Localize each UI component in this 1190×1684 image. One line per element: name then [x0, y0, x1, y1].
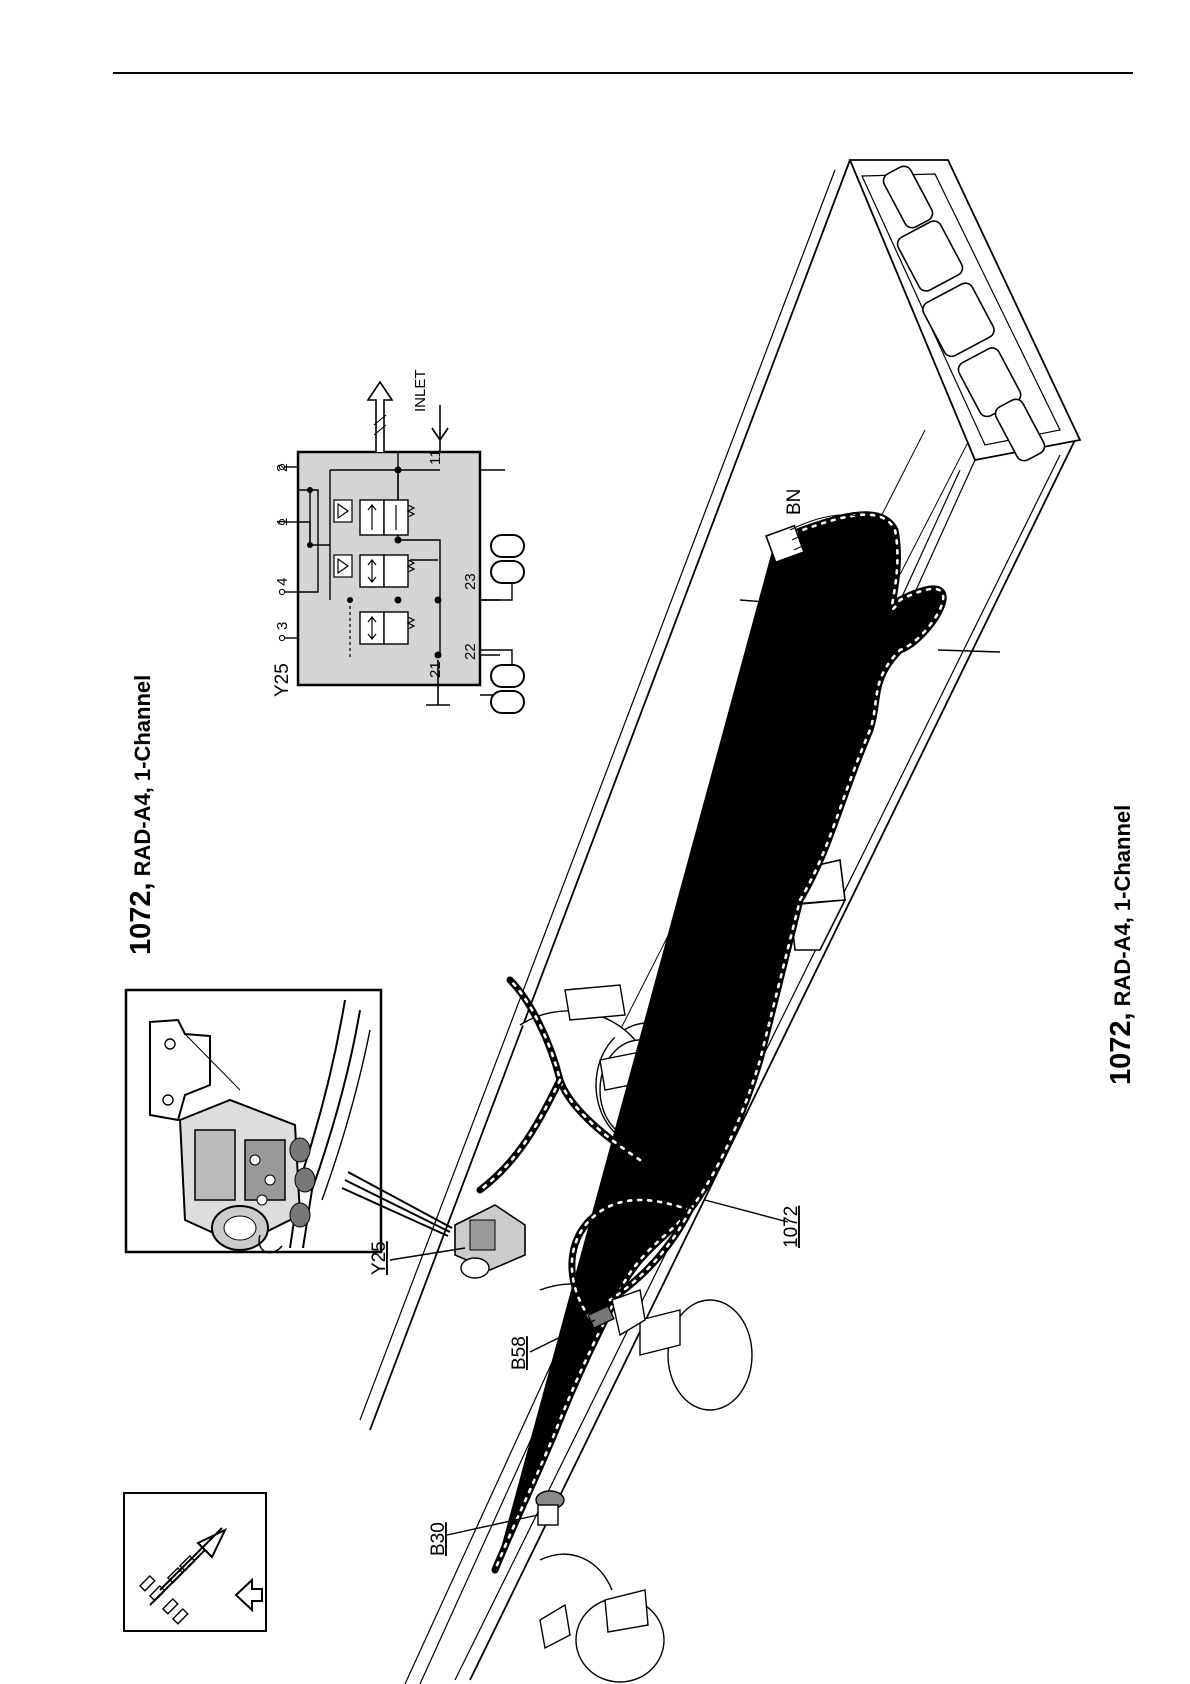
wiring-harness-1072	[480, 515, 943, 1570]
pin-label-3: 3	[274, 622, 291, 630]
schematic-name-label: Y25	[272, 663, 293, 697]
label-harness-1072: 1072	[781, 1206, 802, 1248]
label-bn: BN	[784, 489, 805, 515]
label-b58: B58	[509, 1336, 530, 1370]
inlet-label: INLET	[412, 369, 429, 412]
label-b30: B30	[428, 1522, 449, 1556]
pin-label-1: 1	[274, 518, 291, 526]
y25-pneumatic-schematic: Y25 3 4 1 2 21 22 23 11 INLET	[272, 369, 524, 713]
pin-label-11: 11	[427, 449, 444, 465]
pin-label-2: 2	[274, 464, 291, 472]
pin-label-21: 21	[427, 661, 444, 678]
pin-label-4: 4	[274, 578, 291, 586]
vehicle-direction-arrow-icon	[124, 1493, 266, 1631]
label-y25: Y25	[369, 1241, 390, 1275]
pin-label-22: 22	[462, 643, 479, 660]
page-title-top: 1072,RAD-A4, 1-Channel	[125, 675, 157, 955]
page-title-bottom: 1072,RAD-A4, 1-Channel	[1105, 805, 1137, 1085]
pin-label-23: 23	[462, 573, 479, 590]
valve-detail-inset	[126, 990, 381, 1253]
